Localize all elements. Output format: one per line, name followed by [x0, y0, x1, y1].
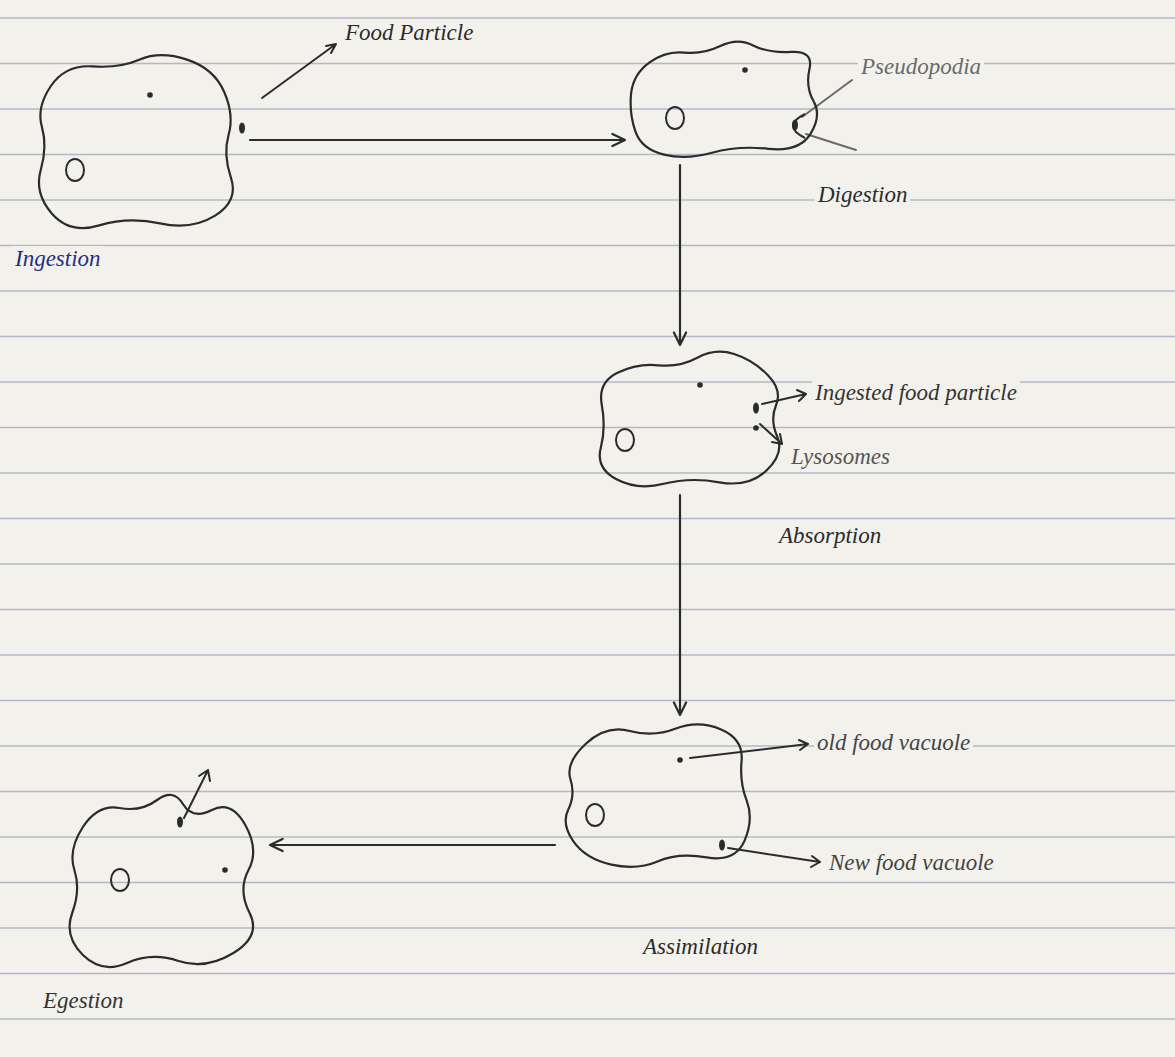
amoeba-outline	[25, 45, 250, 240]
amoeba-cell: Food ParticleIngestion	[25, 45, 250, 240]
amoeba-cell: Ingested food particleLysosomes	[585, 345, 795, 495]
amoeba-outline	[585, 345, 795, 495]
leader-lines	[184, 44, 856, 867]
ruled-lines	[0, 18, 1175, 1019]
stage-label: Digestion	[815, 182, 910, 208]
amoeba-outline	[625, 35, 830, 165]
callout-label: New food vacuole	[826, 850, 997, 876]
process-arrow	[270, 839, 555, 851]
callout-label: Pseudopodia	[858, 54, 984, 80]
amoeba-outline	[55, 780, 270, 980]
stage-label: Egestion	[40, 988, 127, 1014]
callout-label: old food vacuole	[814, 730, 973, 756]
callout-label: Ingested food particle	[812, 380, 1020, 406]
process-arrow	[250, 134, 625, 146]
callout-label: Food Particle	[342, 20, 476, 46]
amoeba-cell: Egestion	[55, 780, 270, 980]
process-arrow	[674, 165, 686, 345]
stage-label: Assimilation	[640, 934, 761, 960]
amoeba-outline	[555, 715, 760, 875]
amoeba-cell: old food vacuoleNew food vacuoleAssimila…	[555, 715, 760, 875]
amoeba-cell: PseudopodiaDigestion	[625, 35, 830, 165]
stage-label: Ingestion	[12, 246, 104, 272]
stage-label: Absorption	[776, 523, 884, 549]
callout-label: Lysosomes	[788, 444, 893, 470]
process-arrow	[674, 495, 686, 715]
